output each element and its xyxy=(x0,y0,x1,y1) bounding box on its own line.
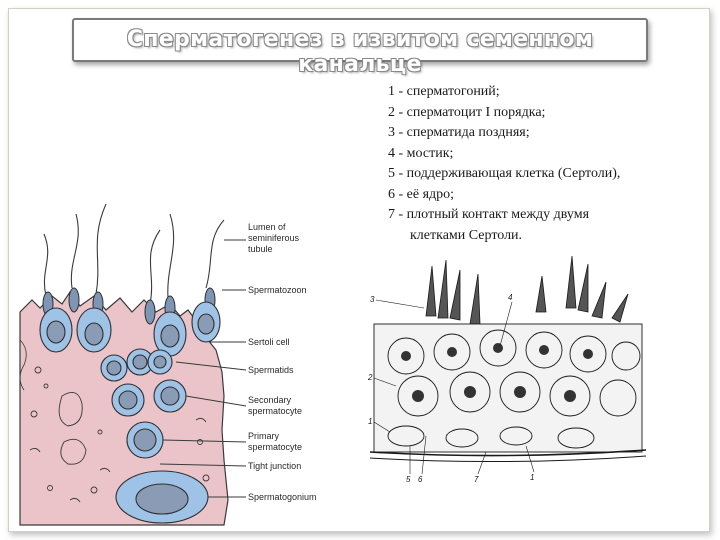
legend-item: 1 - сперматогоний; xyxy=(388,82,698,103)
label-5: 5 xyxy=(406,475,411,484)
histology-drawing: 3 4 2 1 5 6 7 1 xyxy=(366,246,648,490)
legend-list: 1 - сперматогоний; 2 - сперматоцит I пор… xyxy=(388,82,698,246)
label-spermatozoon: Spermatozoon xyxy=(248,285,307,295)
label-primary-line2: spermatocyte xyxy=(248,442,302,452)
title-box: Сперматогенез в извитом семенном канальц… xyxy=(72,18,648,62)
flagella xyxy=(44,204,224,304)
legend-item: 7 - плотный контакт между двумя xyxy=(388,205,698,226)
legend-item: 3 - сперматида поздняя; xyxy=(388,123,698,144)
label-2: 2 xyxy=(367,373,373,382)
label-spermatogonium: Spermatogonium xyxy=(248,492,317,502)
label-4: 4 xyxy=(508,293,513,302)
cell-outlines xyxy=(374,324,642,452)
label-secondary-line2: spermatocyte xyxy=(248,406,302,416)
label-1-right: 1 xyxy=(530,473,534,482)
label-lumen-line3: tubule xyxy=(248,244,273,254)
label-tight-junction: Tight junction xyxy=(248,461,301,471)
label-7: 7 xyxy=(474,475,479,484)
label-1-left: 1 xyxy=(368,417,372,426)
seminiferous-tubule-illustration: Lumen of seminiferous tubule Spermatozoo… xyxy=(10,200,350,530)
label-3: 3 xyxy=(370,295,375,304)
label-6: 6 xyxy=(418,475,423,484)
legend-item: 4 - мостик; xyxy=(388,144,698,165)
label-secondary-line1: Secondary xyxy=(248,395,292,405)
label-lumen-line2: seminiferous xyxy=(248,233,300,243)
slide-title: Сперматогенез в извитом семенном канальц… xyxy=(74,27,646,77)
label-spermatids: Spermatids xyxy=(248,365,294,375)
label-sertoli-cell: Sertoli cell xyxy=(248,337,290,347)
legend-item: клетками Сертоли. xyxy=(388,226,698,247)
label-lumen-line1: Lumen of xyxy=(248,222,286,232)
legend-item: 6 - её ядро; xyxy=(388,185,698,206)
legend-item: 2 - сперматоцит I порядка; xyxy=(388,103,698,124)
label-primary-line1: Primary xyxy=(248,431,279,441)
legend-item: 5 - поддерживающая клетка (Сертоли), xyxy=(388,164,698,185)
